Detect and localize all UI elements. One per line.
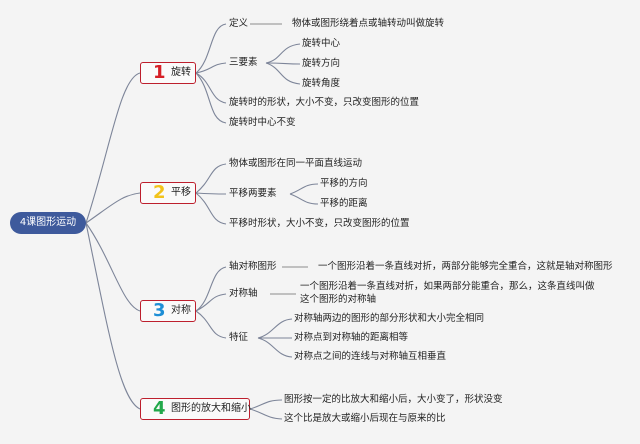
- axis-label: 对称轴: [229, 288, 258, 299]
- connector-root-4: [85, 222, 141, 410]
- element-item: 旋转角度: [302, 78, 341, 89]
- definition-text: 物体或图形在同一平面直线运动: [229, 158, 363, 169]
- branch-label: 平移: [171, 187, 191, 198]
- elements-label: 三要素: [229, 57, 258, 68]
- definition-label: 定义: [229, 18, 249, 29]
- branch-scaling: 4 图形的放大和缩小: [140, 398, 251, 420]
- note-text: 旋转时的形状，大小不变，只改变图形的位置: [229, 97, 420, 108]
- feature-item: 对称点之间的连线与对称轴互相垂直: [294, 351, 447, 362]
- figure-text: 一个图形沿着一条直线对折，两部分能够完全重合，这就是轴对称图形: [318, 261, 613, 272]
- element-item: 平移的方向: [320, 178, 368, 189]
- root-node: 4课图形运动: [10, 212, 86, 234]
- root-label: 4课图形运动: [19, 217, 77, 228]
- branch-label: 旋转: [171, 67, 191, 78]
- branch-number: 1: [153, 62, 166, 83]
- feature-item: 对称点到对称轴的距离相等: [294, 332, 409, 343]
- element-item: 旋转方向: [302, 58, 341, 69]
- feature-item: 对称轴两边的图形的部分形状和大小完全相同: [294, 313, 485, 324]
- axis-text-line1: 一个图形沿着一条直线对折，如果两部分能重合，那么，这条直线叫做: [300, 281, 595, 292]
- note-text: 平移时形状，大小不变，只改变图形的位置: [229, 218, 410, 229]
- branch-number: 4: [153, 398, 166, 419]
- axis-text-line2: 这个图形的对称轴: [300, 294, 377, 305]
- element-item: 旋转中心: [302, 38, 341, 49]
- branch-translation: 2 平移: [140, 182, 196, 204]
- branch-symmetry: 3 对称: [140, 300, 196, 322]
- definition-text: 物体或图形绕着点或轴转动叫做旋转: [292, 18, 445, 29]
- element-item: 平移的距离: [320, 198, 368, 209]
- branch-number: 2: [153, 182, 166, 203]
- branch-number: 3: [153, 300, 166, 321]
- figure-label: 轴对称图形: [229, 261, 277, 272]
- features-label: 特征: [229, 332, 249, 343]
- branch-label: 图形的放大和缩小: [171, 403, 251, 414]
- connector-root-1: [85, 72, 141, 224]
- connector-root-2: [85, 192, 141, 224]
- scaling-item: 图形按一定的比放大和缩小后，大小变了，形状没变: [284, 394, 503, 405]
- scaling-item: 这个比是放大或缩小后现在与原来的比: [284, 413, 446, 424]
- branch-label: 对称: [171, 305, 191, 316]
- elements-label: 平移两要素: [229, 188, 277, 199]
- note-text: 旋转时中心不变: [229, 117, 296, 128]
- branch-rotation: 1 旋转: [140, 62, 196, 84]
- connector-root-3: [85, 222, 141, 312]
